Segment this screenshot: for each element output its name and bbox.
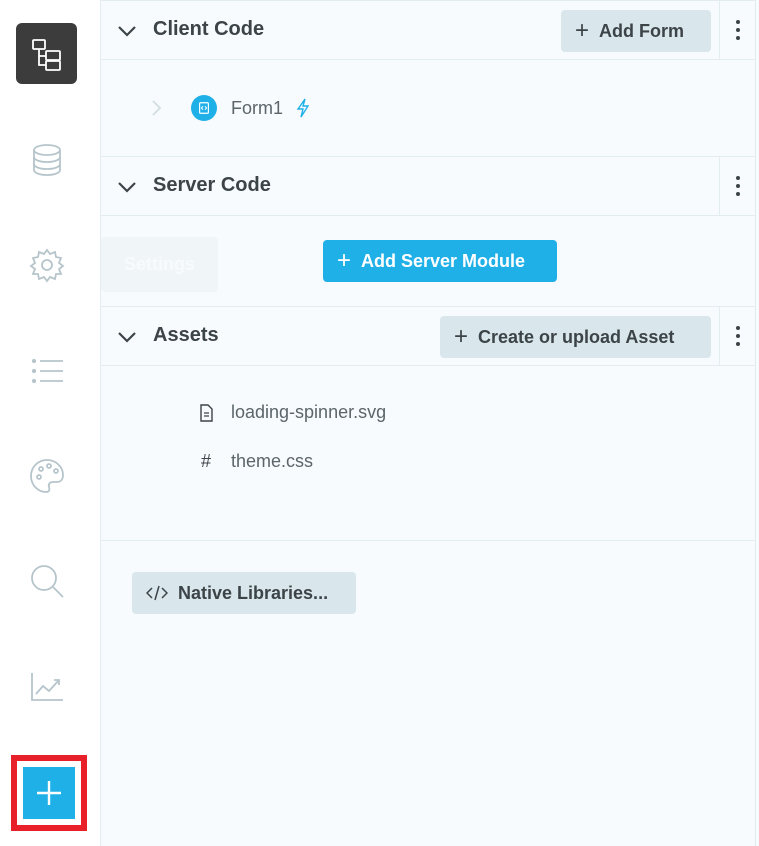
asset-row[interactable]: loading-spinner.svg — [198, 402, 386, 423]
gear-icon[interactable] — [16, 234, 77, 295]
asset-name: theme.css — [231, 451, 314, 471]
plus-icon — [37, 781, 61, 805]
list-icon[interactable] — [16, 340, 77, 401]
chevron-down-icon[interactable] — [115, 19, 139, 43]
settings-tooltip: Settings — [101, 237, 218, 292]
chevron-down-icon[interactable] — [115, 325, 139, 349]
add-server-module-label: Add Server Module — [361, 250, 526, 271]
kebab-icon — [736, 18, 740, 42]
server-code-header[interactable]: Server Code — [101, 156, 756, 216]
left-sidebar — [0, 0, 101, 846]
client-code-menu-button[interactable] — [719, 1, 756, 59]
add-button-highlight — [11, 755, 87, 831]
add-form-button[interactable]: + Add Form — [561, 10, 711, 52]
app-tree-icon[interactable] — [16, 23, 77, 84]
code-icon — [146, 585, 168, 601]
kebab-icon — [736, 324, 740, 348]
chevron-right-icon[interactable] — [151, 99, 163, 117]
add-form-label: Add Form — [599, 20, 685, 41]
create-upload-asset-label: Create or upload Asset — [478, 326, 675, 347]
native-libraries-button[interactable]: Native Libraries... — [132, 572, 356, 614]
asset-name: loading-spinner.svg — [231, 402, 387, 422]
server-code-title: Server Code — [153, 174, 271, 196]
assets-menu-button[interactable] — [719, 307, 756, 365]
native-libraries-label: Native Libraries... — [178, 582, 329, 603]
plus-icon: + — [337, 247, 352, 274]
search-icon[interactable] — [16, 550, 77, 611]
add-button[interactable] — [23, 767, 75, 819]
plus-icon: + — [454, 323, 469, 350]
form-name: Form1 — [231, 97, 284, 118]
form-row[interactable]: Form1 — [151, 95, 311, 121]
analytics-icon[interactable] — [16, 655, 77, 716]
form-icon — [191, 95, 217, 121]
database-icon[interactable] — [16, 129, 77, 190]
create-upload-asset-button[interactable]: + Create or upload Asset — [440, 316, 711, 358]
palette-icon[interactable] — [16, 445, 77, 506]
plus-icon: + — [575, 17, 590, 44]
file-icon — [200, 403, 213, 422]
assets-header[interactable]: Assets + Create or upload Asset — [101, 306, 756, 366]
chevron-down-icon[interactable] — [115, 175, 139, 199]
add-server-module-button[interactable]: + Add Server Module — [323, 240, 557, 282]
server-code-menu-button[interactable] — [719, 157, 756, 215]
client-code-header[interactable]: Client Code + Add Form — [101, 0, 756, 60]
client-code-title: Client Code — [153, 18, 265, 40]
hash-icon: # — [200, 451, 211, 471]
asset-row[interactable]: # theme.css — [198, 451, 313, 472]
kebab-icon — [736, 174, 740, 198]
app-browser-panel: Client Code + Add Form Form1 Server Code — [101, 0, 756, 846]
assets-title: Assets — [153, 324, 219, 346]
section-divider — [101, 540, 756, 541]
startup-bolt-icon[interactable] — [295, 98, 311, 118]
